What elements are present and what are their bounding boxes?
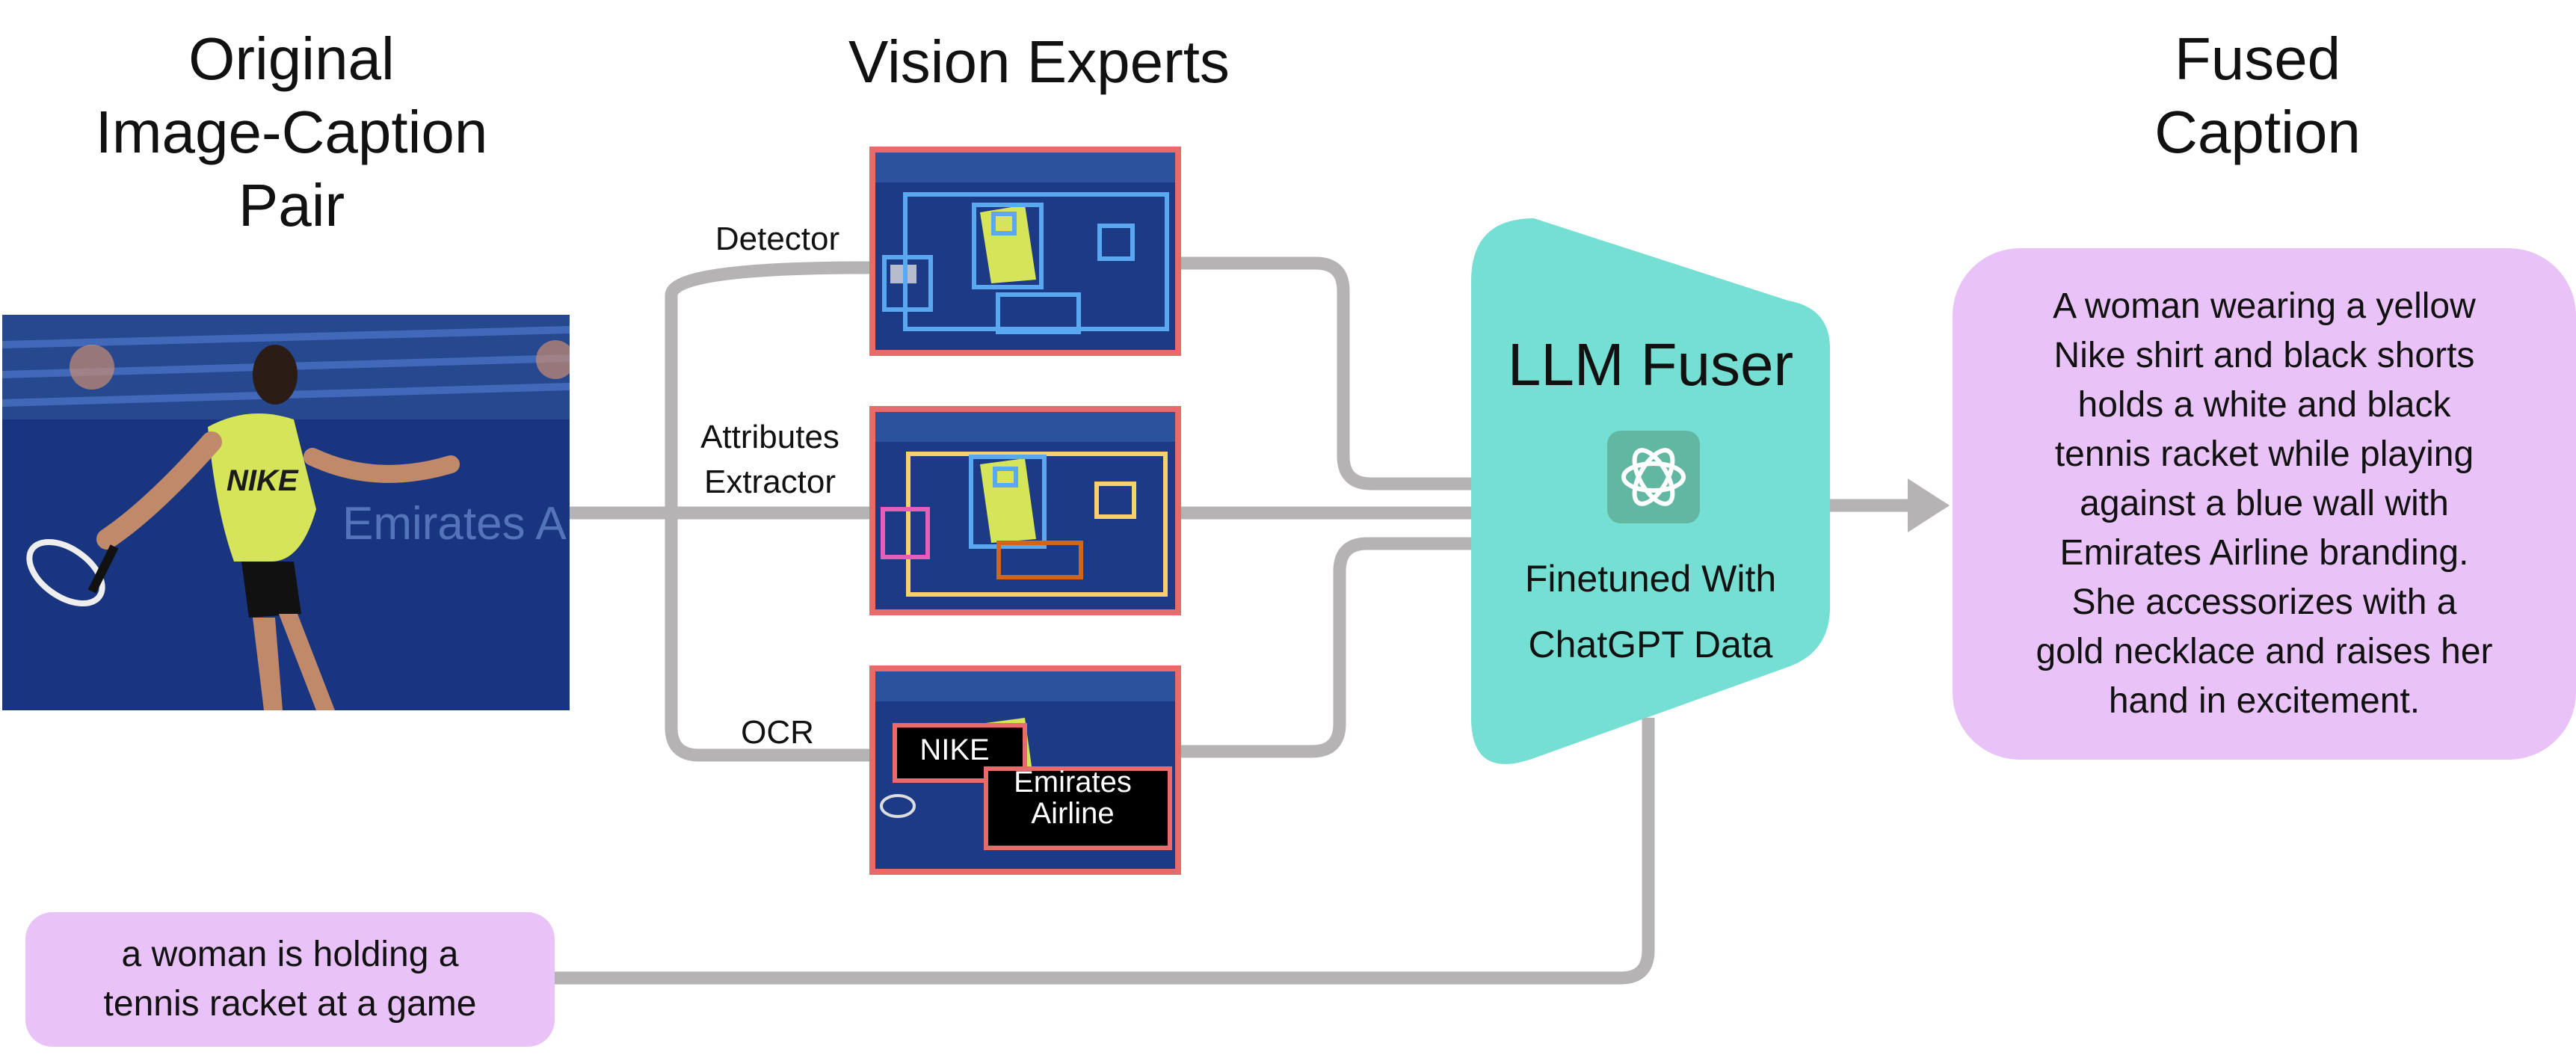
wall-text: Emirates Airline <box>342 498 570 550</box>
ocr-tag-nike: NIKE <box>919 733 990 766</box>
expert-label-detector: Detector <box>715 221 840 257</box>
title-vision-experts: Vision Experts <box>848 28 1230 95</box>
attributes-thumbnail <box>869 406 1181 615</box>
original-tennis-photo: Emirates Airline NIKE <box>2 315 570 710</box>
fused-caption-bubble: A woman wearing a yellow Nike shirt and … <box>1953 248 2576 760</box>
detector-output <box>1181 256 1471 490</box>
ocr-tag-emirates: Emirates Airline <box>1014 766 1132 830</box>
ocr-thumbnail <box>869 665 1181 875</box>
ocr-output <box>1181 537 1471 758</box>
chatgpt-logo-icon <box>1607 431 1700 523</box>
shirt-text: NIKE <box>227 464 299 497</box>
expert-label-attributes: Attributes Extractor <box>700 419 839 500</box>
title-original-pair: Original Image-Caption Pair <box>95 25 488 239</box>
output-arrowhead <box>1908 479 1950 532</box>
original-caption-bubble: a woman is holding a tennis racket at a … <box>25 912 555 1047</box>
caption-connector <box>555 718 1655 985</box>
title-fused-caption: Fused Caption <box>2154 25 2361 165</box>
expert-label-ocr: OCR <box>741 714 814 751</box>
llm-fuser-subtitle: Finetuned With ChatGPT Data <box>1524 558 1777 665</box>
splitter-trunk <box>665 261 870 762</box>
detector-thumbnail <box>869 147 1181 356</box>
llm-fuser-title: LLM Fuser <box>1507 331 1794 398</box>
